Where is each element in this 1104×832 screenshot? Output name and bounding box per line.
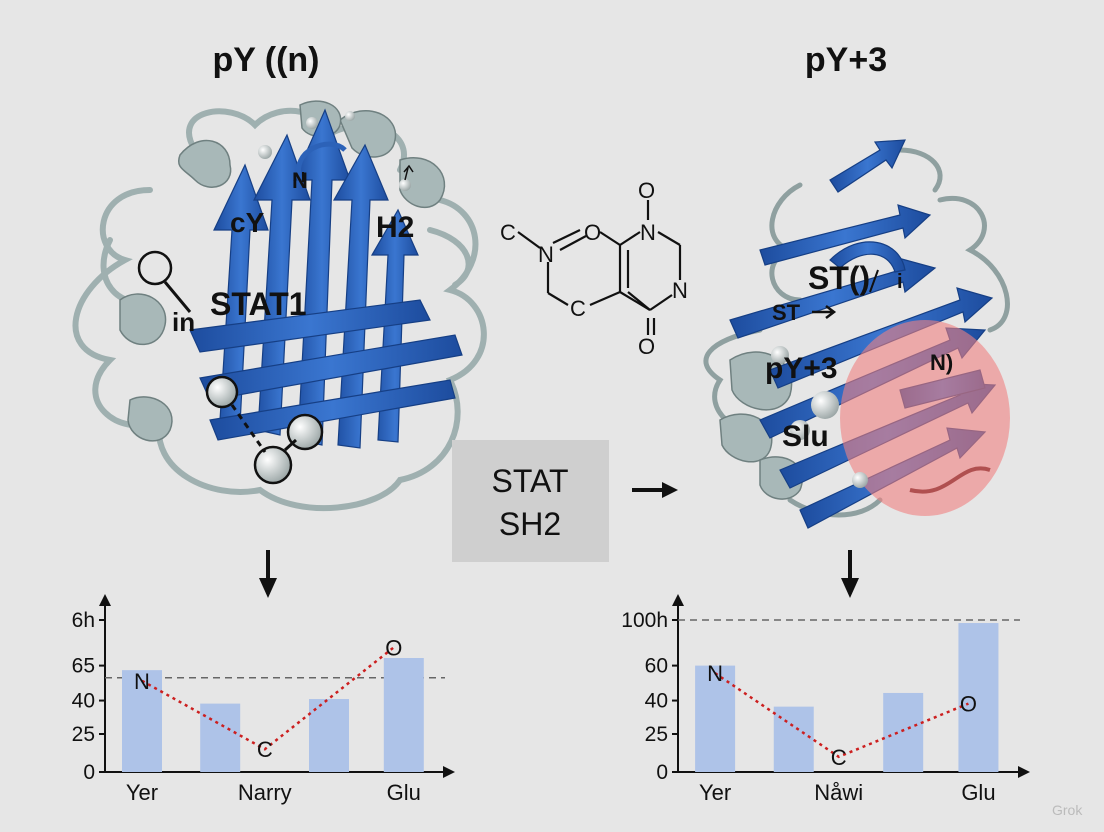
- point-label: C: [257, 737, 273, 762]
- y-tick-label: 0: [83, 761, 95, 784]
- right-label-py3: pY+3: [765, 352, 838, 385]
- y-tick-label: 40: [645, 690, 668, 713]
- atom-n3: N: [672, 278, 688, 303]
- stat-sh2-line2: SH2: [499, 506, 561, 542]
- bar: [958, 623, 999, 772]
- binding-site-highlight: [840, 320, 1010, 516]
- y-axis-arrow: [99, 594, 111, 606]
- right-label-i: i: [897, 271, 903, 293]
- left-label-stat: STAT1: [210, 286, 307, 322]
- molecule-diagram: C N O O N N C O: [500, 178, 688, 359]
- left-label-cy: cY: [230, 207, 265, 238]
- y-tick-label: 25: [645, 723, 668, 746]
- right-protein-structure: ST() i ST pY+3 N) Slu: [703, 139, 1010, 529]
- left-title: pY ((n): [212, 41, 319, 79]
- atom-o-top: O: [638, 178, 655, 203]
- x-axis-arrow: [1018, 766, 1030, 778]
- category-label: Narry: [238, 780, 292, 805]
- y-tick-label: 40: [72, 690, 95, 713]
- transition-arrow: [632, 482, 678, 498]
- series-line: [141, 646, 395, 751]
- stat-sh2-line1: STAT: [491, 463, 568, 499]
- category-label: Nåwi: [814, 780, 863, 805]
- right-label-st: ST(): [808, 260, 870, 296]
- watermark: Grok: [1052, 802, 1083, 818]
- x-axis-arrow: [443, 766, 455, 778]
- point-label: O: [960, 692, 977, 717]
- point-label: N: [134, 669, 150, 694]
- y-tick-label: 0: [656, 761, 668, 784]
- stat-sh2-box: [452, 440, 609, 562]
- atom-n1: N: [538, 242, 554, 267]
- category-label: Glu: [961, 780, 995, 805]
- down-arrow-left: [259, 550, 277, 598]
- bar: [383, 658, 424, 772]
- left-label-in: in: [172, 307, 195, 337]
- y-tick-label: 25: [72, 723, 95, 746]
- atom-o1: O: [584, 220, 601, 245]
- atom-o-bot: O: [638, 334, 655, 359]
- right-label-glu: Slu: [782, 420, 829, 453]
- y-tick-label: 65: [72, 655, 95, 678]
- left-label-h2: H2: [376, 211, 414, 244]
- y-tick-label: 60: [645, 655, 668, 678]
- down-arrow-right: [841, 550, 859, 598]
- right-label-st-small: ST: [772, 300, 801, 325]
- point-label: O: [385, 635, 402, 660]
- left-protein-structure: N cY H2 STAT1 in: [72, 100, 487, 512]
- point-label: C: [831, 745, 847, 770]
- point-label: N: [707, 661, 723, 686]
- bar: [200, 703, 241, 772]
- atom-n2: N: [640, 220, 656, 245]
- category-label: Glu: [387, 780, 421, 805]
- series-line: [714, 672, 969, 759]
- category-label: Yer: [126, 780, 158, 805]
- left-label-n: N: [292, 168, 308, 193]
- atom-c2: C: [570, 296, 586, 321]
- y-tick-label: 100h: [621, 609, 668, 632]
- right-label-n: N): [930, 350, 953, 375]
- atom-c-left: C: [500, 220, 516, 245]
- y-tick-label: 6h: [72, 609, 95, 632]
- bar: [309, 699, 349, 772]
- category-label: Yer: [699, 780, 731, 805]
- bar: [883, 692, 924, 772]
- y-axis-arrow: [672, 594, 684, 606]
- right-title: pY+3: [805, 41, 887, 79]
